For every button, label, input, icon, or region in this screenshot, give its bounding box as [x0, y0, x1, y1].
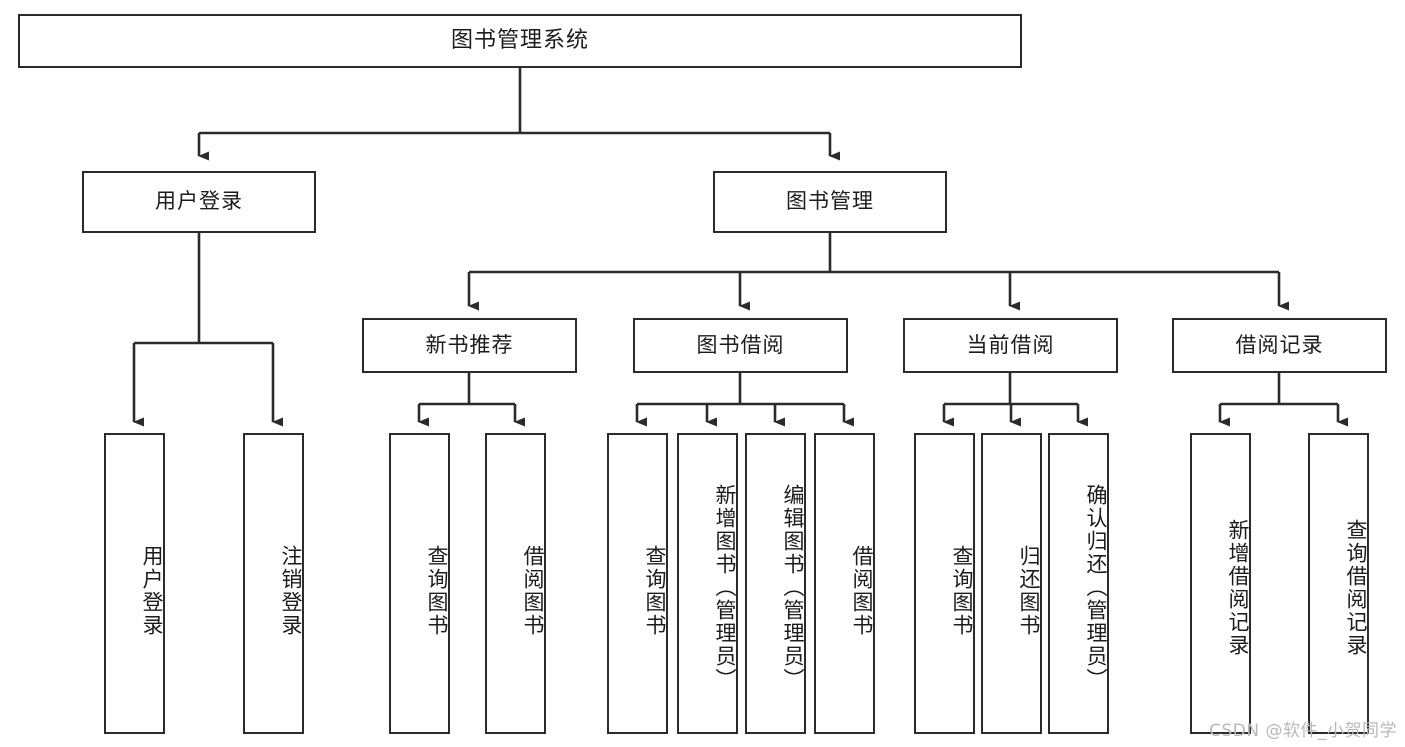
node-label: 新增借阅记录: [1226, 518, 1250, 657]
node-leaf-borrow-book-1[interactable]: 借阅图书: [485, 433, 546, 734]
node-label: 查询图书: [643, 544, 667, 637]
node-leaf-edit-book[interactable]: 编辑图书（管理员）: [745, 433, 806, 734]
node-label: 借阅记录: [1235, 332, 1324, 357]
node-new-book-recommend[interactable]: 新书推荐: [362, 318, 577, 373]
node-leaf-query-record[interactable]: 查询借阅记录: [1308, 433, 1369, 734]
node-root-system[interactable]: 图书管理系统: [18, 14, 1022, 68]
node-label: 借阅图书: [850, 544, 874, 637]
node-leaf-logout[interactable]: 注销登录: [243, 433, 304, 734]
node-label: 图书管理系统: [450, 27, 589, 53]
node-label: 用户登录: [155, 189, 243, 214]
watermark-text: CSDN @软件_小贺同学: [1209, 721, 1397, 741]
node-book-borrow[interactable]: 图书借阅: [633, 318, 848, 373]
node-user-login[interactable]: 用户登录: [82, 171, 316, 233]
node-leaf-user-login[interactable]: 用户登录: [104, 433, 165, 734]
node-leaf-query-book-3[interactable]: 查询图书: [914, 433, 975, 734]
node-label: 查询借阅记录: [1344, 518, 1368, 657]
node-label: 当前借阅: [966, 332, 1055, 357]
node-label: 图书管理: [786, 189, 874, 214]
node-label: 图书借阅: [696, 332, 785, 357]
node-label: 新书推荐: [425, 332, 514, 357]
node-label: 注销登录: [279, 544, 303, 637]
node-leaf-borrow-book-2[interactable]: 借阅图书: [814, 433, 875, 734]
node-label: 借阅图书: [521, 544, 545, 637]
node-label: 编辑图书（管理员）: [781, 484, 805, 691]
node-leaf-query-book-2[interactable]: 查询图书: [607, 433, 668, 734]
node-leaf-return-book[interactable]: 归还图书: [981, 433, 1042, 734]
node-leaf-confirm-return[interactable]: 确认归还（管理员）: [1048, 433, 1109, 734]
node-label: 新增图书（管理员）: [713, 484, 737, 691]
node-label: 用户登录: [140, 544, 164, 637]
node-label: 确认归还（管理员）: [1084, 484, 1108, 691]
node-leaf-query-book-1[interactable]: 查询图书: [389, 433, 450, 734]
node-label: 查询图书: [950, 544, 974, 637]
node-label: 归还图书: [1017, 544, 1041, 637]
node-book-manage[interactable]: 图书管理: [713, 171, 947, 233]
node-current-borrow[interactable]: 当前借阅: [903, 318, 1118, 373]
node-label: 查询图书: [425, 544, 449, 637]
node-borrow-record[interactable]: 借阅记录: [1172, 318, 1387, 373]
node-leaf-add-book[interactable]: 新增图书（管理员）: [677, 433, 738, 734]
node-leaf-add-record[interactable]: 新增借阅记录: [1190, 433, 1251, 734]
